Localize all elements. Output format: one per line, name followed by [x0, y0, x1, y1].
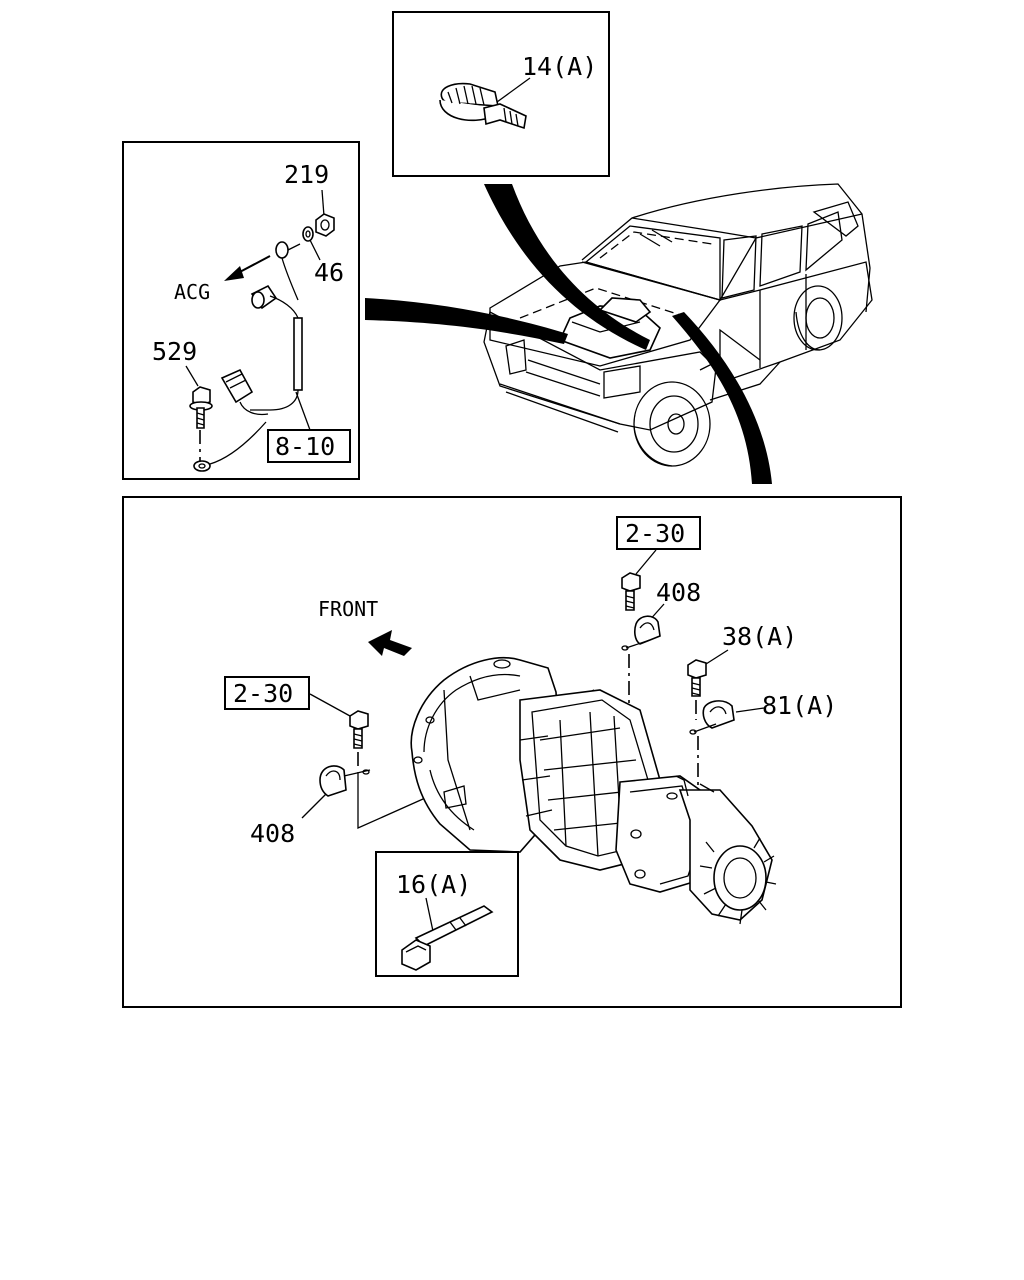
stripe-to-acg-inset [365, 298, 568, 344]
acg-direction-arrow [224, 255, 271, 281]
inset-acg-ground: 219 46 ACG 529 [122, 141, 360, 480]
transmission-assembly [410, 657, 777, 925]
ground-terminal-icon [193, 421, 267, 472]
band-clamp-icon [439, 82, 527, 130]
leader-line [496, 77, 531, 103]
washer-icon [302, 226, 314, 242]
svg-text:8-10: 8-10 [275, 432, 335, 461]
stripe-to-clamp-inset [484, 184, 650, 350]
harness-clip-left-icon [319, 765, 371, 797]
inset-cable-tie-16a: 16(A) [375, 851, 519, 977]
callout-14a: 14(A) [522, 52, 597, 81]
svg-text:2-30: 2-30 [233, 679, 293, 708]
bolt-right-icon [687, 659, 707, 697]
svg-text:2-30: 2-30 [625, 519, 685, 548]
callout-408-upper: 408 [656, 578, 701, 607]
inset-clamp-14a: 14(A) [392, 11, 610, 177]
cable-tie-icon [401, 905, 494, 971]
hex-nut-icon [315, 213, 335, 237]
rear-wheel [793, 285, 843, 351]
inset-transmission: FRONT 2-30 408 38(A) 81 [122, 496, 902, 1008]
harness-clip-right-icon [689, 700, 735, 735]
harness-sleeve [250, 317, 303, 411]
stripe-to-transmission-inset [672, 312, 772, 484]
front-arrow-icon [368, 630, 412, 656]
ref-box-2-30-upper: 2-30 [616, 516, 701, 550]
acg-label: ACG [174, 280, 210, 304]
callout-46: 46 [314, 258, 344, 287]
front-label: FRONT [318, 597, 378, 621]
connector-block-icon [220, 368, 269, 416]
callout-529: 529 [152, 337, 197, 366]
indicator-stripes [365, 184, 772, 484]
vehicle-suv-illustration [483, 183, 873, 467]
ref-box-2-30-left: 2-30 [224, 676, 310, 710]
flange-bolt-icon [189, 386, 213, 429]
ring-terminal-icon [275, 241, 301, 301]
bolt-left-icon [349, 710, 369, 749]
callout-81a: 81(A) [762, 691, 837, 720]
harness-clip-upper-icon [621, 615, 661, 651]
bolt-upper-icon [621, 572, 641, 611]
callout-16a: 16(A) [396, 870, 471, 899]
callout-219: 219 [284, 160, 329, 189]
ref-box-8-10: 8-10 [267, 429, 351, 463]
callout-38a: 38(A) [722, 622, 797, 651]
connector-plug-icon [250, 284, 278, 310]
front-wheel [633, 381, 711, 467]
callout-408-left: 408 [250, 819, 295, 848]
